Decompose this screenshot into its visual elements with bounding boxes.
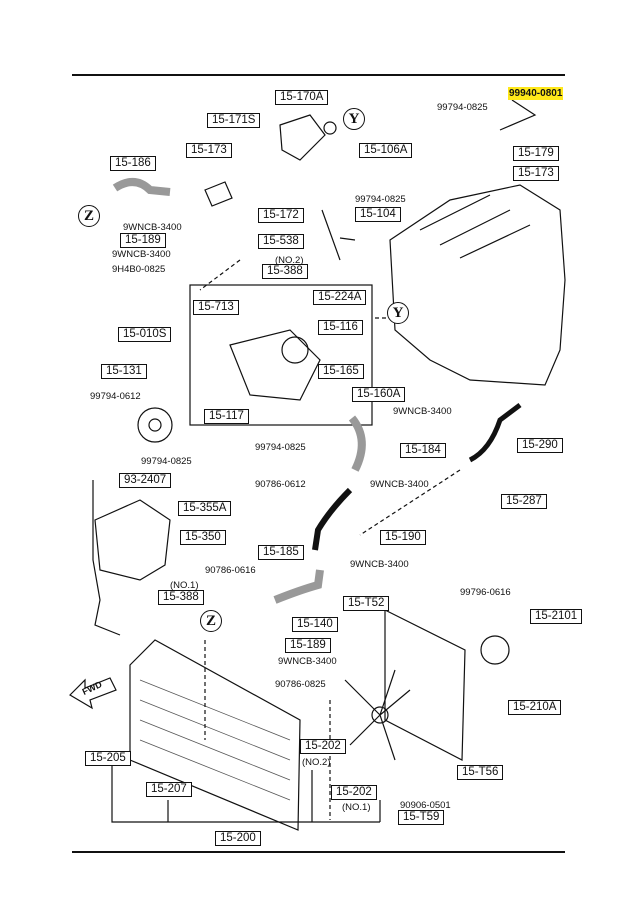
reservoir-hose	[92, 480, 121, 636]
part-number[interactable]: 99796-0616	[460, 587, 511, 598]
engine-block	[389, 184, 566, 386]
part-number[interactable]: 99794-0825	[141, 456, 192, 467]
engine-cam-covers	[419, 194, 531, 259]
part-label[interactable]: 15-104	[355, 207, 401, 222]
pulley-hub	[148, 418, 162, 432]
hose-15-185	[273, 569, 324, 604]
bracket-15-200	[111, 758, 381, 823]
part-note: (NO.2)	[275, 255, 304, 266]
water-pump	[229, 329, 321, 401]
reference-marker-z: Z	[78, 205, 100, 227]
part-label[interactable]: 15-189	[285, 638, 331, 653]
part-label[interactable]: 15-131	[101, 364, 147, 379]
part-label[interactable]: 15-202	[300, 739, 346, 754]
part-label[interactable]: 15-170A	[275, 90, 329, 105]
part-number[interactable]: 9WNCB-3400	[370, 479, 429, 490]
part-label[interactable]: 15-355A	[178, 501, 232, 516]
part-label[interactable]: 15-173	[513, 166, 559, 181]
part-label[interactable]: 15-160A	[352, 387, 406, 402]
fan-shroud	[384, 609, 466, 761]
part-number[interactable]: 9WNCB-3400	[123, 222, 182, 233]
part-number[interactable]: 90906-0501	[400, 800, 451, 811]
fwd-arrow-shape	[69, 677, 117, 710]
part-number[interactable]: 90786-0616	[205, 565, 256, 576]
part-label[interactable]: 15-165	[318, 364, 364, 379]
part-label[interactable]: 15-179	[513, 146, 559, 161]
part-note: (NO.1)	[342, 802, 371, 813]
part-number[interactable]: 99794-0612	[90, 391, 141, 402]
dashed-leaders	[199, 259, 461, 820]
part-number[interactable]: 99794-0825	[437, 102, 488, 113]
part-number[interactable]: 90786-0612	[255, 479, 306, 490]
part-label[interactable]: 15-290	[517, 438, 563, 453]
part-label[interactable]: 15-172	[258, 208, 304, 223]
part-label[interactable]: 93-2407	[119, 473, 172, 488]
fan-blades	[344, 669, 411, 761]
part-label[interactable]: 15-171S	[207, 113, 261, 128]
fan-hub	[371, 706, 389, 724]
part-number[interactable]: 9WNCB-3400	[393, 406, 452, 417]
part-label[interactable]: 15-200	[215, 831, 261, 846]
pump-gasket	[281, 336, 309, 364]
part-label[interactable]: 15-287	[501, 494, 547, 509]
top-rule	[72, 74, 565, 76]
pulley-15-131	[137, 407, 173, 443]
part-label[interactable]: 15-140	[292, 617, 338, 632]
upper-hose-15-186	[112, 178, 171, 196]
part-label[interactable]: 15-538	[258, 234, 304, 249]
fan-motor-15-2101	[480, 635, 510, 665]
part-label[interactable]: 15-T52	[343, 596, 390, 611]
part-label[interactable]: 15-184	[400, 443, 446, 458]
part-label[interactable]: 15-202	[331, 785, 377, 800]
part-label[interactable]: 15-224A	[313, 290, 367, 305]
reference-marker-y: Y	[343, 108, 365, 130]
highlighted-part-number[interactable]: 99940-0801	[508, 87, 564, 100]
hose-15-184	[348, 415, 366, 472]
gasket-ring	[323, 121, 337, 135]
part-label[interactable]: 15-350	[180, 530, 226, 545]
radiator	[129, 639, 301, 831]
pipe-15-190	[312, 487, 353, 551]
part-number[interactable]: 99794-0825	[355, 194, 406, 205]
part-number[interactable]: 9WNCB-3400	[278, 656, 337, 667]
part-number[interactable]: 9WNCB-3400	[112, 249, 171, 260]
part-label[interactable]: 15-189	[120, 233, 166, 248]
reference-marker-z: Z	[200, 610, 222, 632]
part-label[interactable]: 15-T56	[457, 765, 504, 780]
part-number[interactable]: 99794-0825	[255, 442, 306, 453]
part-label[interactable]: 15-116	[318, 320, 363, 335]
part-note: (NO.1)	[170, 580, 199, 591]
part-label[interactable]: 15-173	[186, 143, 232, 158]
part-label[interactable]: 15-106A	[359, 143, 413, 158]
thermostat-housing	[279, 114, 326, 161]
part-label[interactable]: 15-388	[262, 264, 308, 279]
part-label[interactable]: 15-185	[258, 545, 304, 560]
radiator-core	[139, 679, 291, 801]
part-label[interactable]: 15-210A	[508, 700, 562, 715]
pipe-15-290	[468, 403, 522, 463]
water-outlet	[204, 181, 233, 207]
part-label[interactable]: 15-190	[380, 530, 426, 545]
part-label[interactable]: 15-186	[110, 156, 156, 171]
part-note: (NO.2)	[302, 757, 331, 768]
part-label[interactable]: 15-117	[204, 409, 249, 424]
part-number[interactable]: 90786-0825	[275, 679, 326, 690]
part-label[interactable]: 15-T59	[398, 810, 445, 825]
leader-15-179	[499, 99, 537, 131]
part-label[interactable]: 15-2101	[530, 609, 583, 624]
part-label[interactable]: 15-207	[146, 782, 192, 797]
bottom-rule	[72, 851, 565, 853]
part-number[interactable]: 9H4B0-0825	[112, 264, 166, 275]
bracket-15-538	[321, 209, 356, 261]
part-label[interactable]: 15-388	[158, 590, 204, 605]
part-label[interactable]: 15-713	[193, 300, 239, 315]
part-label[interactable]: 15-010S	[118, 327, 172, 342]
reference-marker-y: Y	[387, 302, 409, 324]
coolant-reservoir	[94, 499, 171, 581]
part-number[interactable]: 9WNCB-3400	[350, 559, 409, 570]
part-label[interactable]: 15-205	[85, 751, 131, 766]
water-pump-kit-box	[189, 284, 373, 426]
